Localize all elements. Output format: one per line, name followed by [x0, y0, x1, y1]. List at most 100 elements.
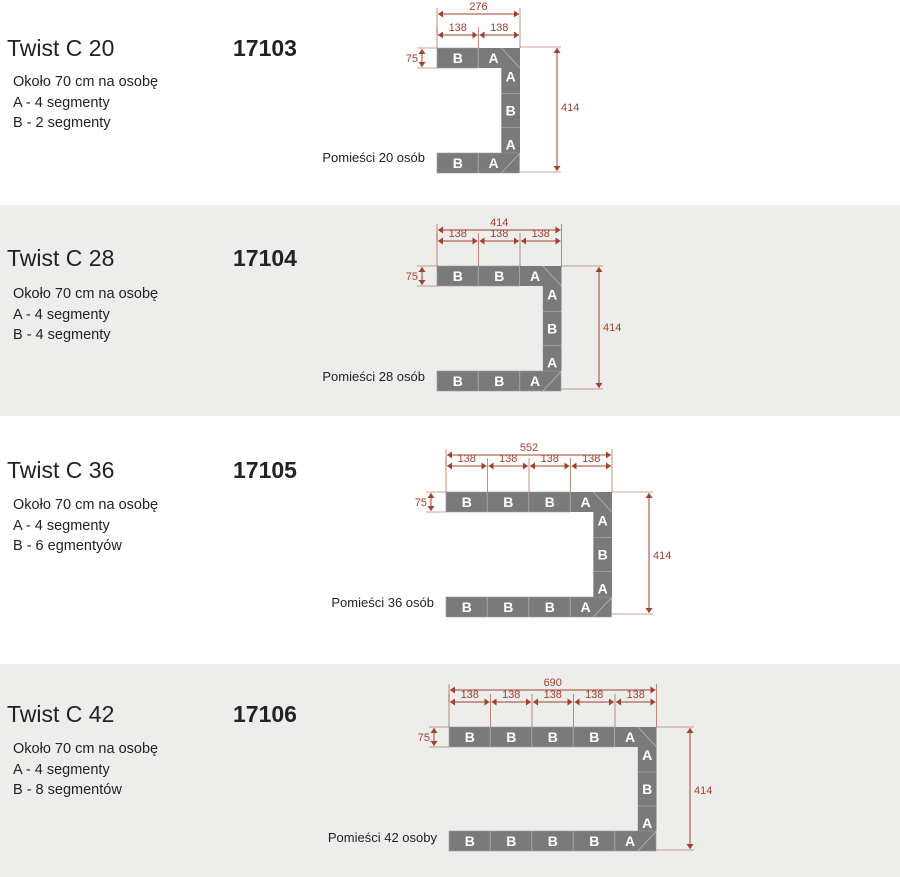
dimension-arrowhead: [484, 698, 490, 706]
segment-width-label: 138: [490, 22, 508, 34]
segment-width-label: 138: [449, 22, 467, 34]
segment-diagonal: [637, 726, 657, 748]
segment-b: [445, 596, 488, 618]
segment-a: [519, 370, 562, 392]
dimension-arrowhead: [427, 493, 435, 498]
segment-width-label: 138: [544, 689, 562, 701]
height-label: 414: [561, 102, 579, 114]
segment-label: B: [545, 599, 555, 615]
capacity-label: Pomieści 20 osób: [322, 150, 425, 165]
segment-diagonal: [542, 265, 562, 287]
description-line: A - 4 segmenty: [13, 761, 110, 778]
dimension-arrowhead: [430, 741, 438, 746]
product-code: 17105: [233, 457, 297, 483]
dimension-arrowhead: [595, 383, 603, 388]
segment-width-label: 138: [458, 453, 476, 465]
segment-label: A: [547, 355, 557, 371]
segment-label: B: [465, 729, 475, 745]
total-width-label: 552: [520, 442, 538, 454]
segment-b: [436, 47, 479, 69]
segment-label: A: [598, 581, 608, 597]
segment-label: A: [488, 155, 498, 171]
dimension-arrowhead: [438, 237, 443, 245]
description-line: B - 4 segmenty: [13, 327, 111, 343]
product-description: Około 70 cm na osobę A - 4 segmenty B - …: [13, 495, 158, 557]
segment-label: B: [465, 833, 475, 849]
dimension-arrowhead: [553, 48, 561, 53]
description-line: B - 6 egmentyów: [13, 538, 122, 554]
segment-b: [490, 830, 532, 852]
segment-label: B: [494, 373, 504, 389]
segment-b: [487, 491, 529, 513]
segment-b: [573, 726, 615, 748]
segment-column: [542, 286, 562, 371]
dimension-arrowhead: [564, 462, 570, 470]
dimension-arrowhead: [533, 698, 538, 706]
dimension-arrowhead: [686, 728, 694, 733]
dimension-arrowhead: [472, 237, 478, 245]
dimension-arrowhead: [650, 686, 656, 694]
segment-width-label: 138: [627, 689, 645, 701]
description-line: B - 8 segmentów: [13, 782, 122, 798]
capacity-label: Pomieści 36 osób: [331, 595, 434, 610]
product-code: 17106: [233, 701, 297, 727]
description-line: Około 70 cm na osobę: [13, 286, 159, 302]
segment-label: A: [530, 373, 540, 389]
segment-b: [531, 830, 574, 852]
segment-b: [528, 491, 571, 513]
segment-label: A: [642, 747, 652, 763]
dimension-arrowhead: [574, 698, 580, 706]
product-title: Twist C 20: [7, 35, 115, 61]
dimension-arrowhead: [553, 166, 561, 171]
segment-diagonal: [501, 152, 521, 174]
segment-width-label: 138: [585, 689, 603, 701]
segment-a: [570, 596, 612, 618]
segment-width-label: 138: [541, 453, 559, 465]
segment-diagonal: [501, 47, 521, 69]
dimension-arrowhead: [418, 267, 426, 272]
dimension-arrowhead: [686, 844, 694, 849]
product-description: Około 70 cm na osobę A - 4 segmenty B - …: [13, 739, 158, 801]
segment-b: [528, 596, 571, 618]
segment-b: [573, 830, 615, 852]
segment-label: A: [642, 815, 652, 831]
segment-column: [593, 512, 612, 597]
height-label: 414: [603, 322, 621, 334]
segment-label: B: [506, 833, 516, 849]
segment-b: [445, 491, 488, 513]
description-line: Około 70 cm na osobę: [13, 74, 159, 90]
segment-depth-label: 75: [415, 497, 427, 509]
segment-label: B: [506, 103, 516, 119]
segment-label: B: [548, 729, 558, 745]
dimension-arrowhead: [521, 237, 526, 245]
segment-label: A: [506, 69, 516, 85]
segment-a: [614, 830, 657, 852]
dimension-arrowhead: [418, 49, 426, 54]
dimension-arrowhead: [567, 698, 573, 706]
total-width-label: 276: [469, 1, 487, 13]
segment-b: [448, 830, 491, 852]
dimension-arrowhead: [447, 451, 452, 459]
segment-label: B: [589, 833, 599, 849]
dimension-arrowhead: [645, 493, 653, 498]
segment-label: B: [547, 321, 557, 337]
description-line: A - 4 segmenty: [13, 306, 110, 323]
segment-label: B: [548, 833, 558, 849]
dimension-arrowhead: [438, 226, 443, 234]
segment-depth-label: 75: [418, 732, 430, 744]
height-label: 414: [653, 550, 671, 562]
segment-b: [448, 726, 491, 748]
capacity-label: Pomieści 28 osób: [322, 369, 425, 384]
segment-label: B: [462, 599, 472, 615]
segment-label: B: [453, 155, 463, 171]
dimension-arrowhead: [555, 237, 561, 245]
dimension-arrowhead: [438, 10, 443, 18]
dimension-arrowhead: [447, 462, 452, 470]
segment-label: A: [547, 287, 557, 303]
segment-a-corner: [570, 492, 612, 512]
dimension-arrowhead: [491, 698, 497, 706]
segment-b: [478, 370, 520, 392]
